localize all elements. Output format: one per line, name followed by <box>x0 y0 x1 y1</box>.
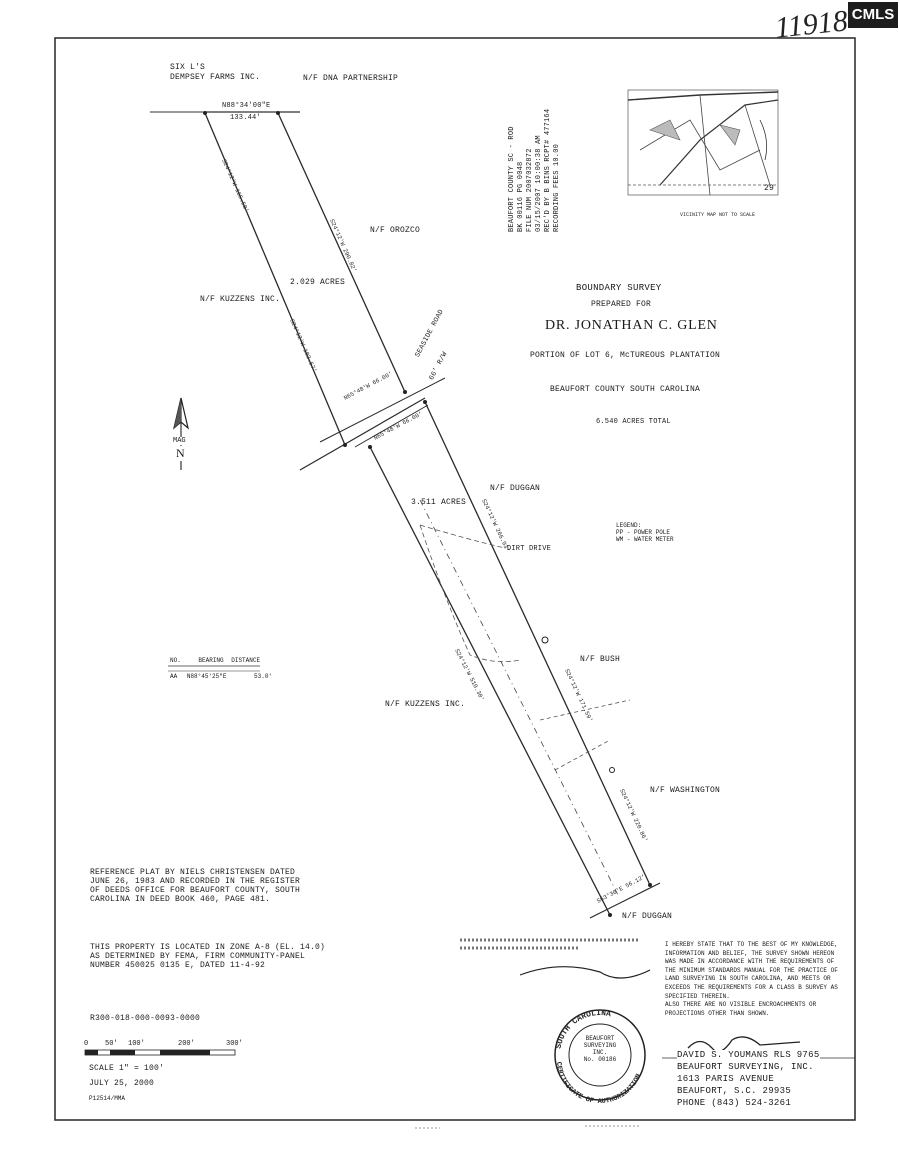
svg-text:CERTIFICATE OF AUTHORIZATION: CERTIFICATE OF AUTHORIZATION <box>554 1061 643 1106</box>
reference-plat-note: REFERENCE PLAT BY NIELS CHRISTENSEN DATE… <box>90 868 301 904</box>
line-table-cell-distance: 53.0' <box>254 673 273 680</box>
svg-text:S24°12'W 171.59': S24°12'W 171.59' <box>563 668 594 723</box>
title-county: BEAUFORT COUNTY SOUTH CAROLINA <box>550 385 701 394</box>
title-boundary-survey: BOUNDARY SURVEY <box>576 283 662 293</box>
seal-bottom-text: CERTIFICATE OF AUTHORIZATION <box>554 1061 643 1106</box>
scale-tick-100: 100' <box>128 1040 145 1048</box>
line-table-header-distance: DISTANCE <box>231 657 261 664</box>
adjoiner-duggan-lower: N/F DUGGAN <box>622 912 673 921</box>
title-client-name: DR. JONATHAN C. GLEN <box>545 318 718 333</box>
vicinity-road-number: 29 <box>764 184 775 193</box>
dirt-drive-label: DIRT DRIVE <box>507 545 552 553</box>
sheet-border <box>54 37 856 1121</box>
svg-text:S24°12'W 182.57': S24°12'W 182.57' <box>288 318 318 373</box>
scale-tick-300: 300' <box>226 1040 243 1048</box>
surveyor-company: BEAUFORT SURVEYING, INC. <box>677 1062 814 1072</box>
adjoiner-dna-partnership: N/F DNA PARTNERSHIP <box>303 74 399 83</box>
cmls-watermark: CMLS <box>848 2 898 28</box>
svg-text:S24°12'W 220.86': S24°12'W 220.86' <box>618 788 649 843</box>
surveyor-name: DAVID S. YOUMANS RLS 9765 <box>677 1050 820 1060</box>
svg-text:N65°48'W 66.00': N65°48'W 66.00' <box>343 370 394 402</box>
scale-label: SCALE 1" = 100' <box>89 1064 165 1073</box>
certification-statement: I HEREBY STATE THAT TO THE BEST OF MY KN… <box>665 941 838 1017</box>
surveyor-city: BEAUFORT, S.C. 29935 <box>677 1086 792 1096</box>
survey-date: JULY 25, 2000 <box>89 1079 155 1088</box>
line-table-row: AA N88°45'25"E 53.0' <box>170 673 272 680</box>
north-tract-east-line <box>277 112 406 393</box>
svg-text:S63°30'E 56.12': S63°30'E 56.12' <box>596 873 647 905</box>
north-tract-west-line <box>204 112 346 446</box>
legend-item-pp: PP - POWER POLE <box>616 529 671 536</box>
north-tract-acres: 2.029 ACRES <box>290 278 346 287</box>
scale-tick-50: 50' <box>105 1040 118 1048</box>
svg-text:S24°12'W 165.58': S24°12'W 165.58' <box>220 158 250 213</box>
surveyor-phone: PHONE (843) 524-3261 <box>677 1098 792 1108</box>
tax-map-number: R300-018-000-0093-0000 <box>90 1014 201 1023</box>
scale-tick-0: 0 <box>84 1040 89 1048</box>
vicinity-map-graphic <box>627 89 779 196</box>
scale-bar-graphic <box>84 1049 236 1056</box>
north-arrow-n: N <box>176 446 185 461</box>
surveyor-address: 1613 PARIS AVENUE <box>677 1074 774 1084</box>
title-portion: PORTION OF LOT 6, McTUREOUS PLANTATION <box>530 351 721 360</box>
adjoiner-six-ls: SIX L'S DEMPSEY FARMS INC. <box>170 63 261 82</box>
legend-item-wm: WM - WATER METER <box>616 536 674 543</box>
svg-text:N65°48'W 66.00': N65°48'W 66.00' <box>373 410 424 442</box>
seal-center-text: BEAUFORT SURVEYING INC. No. 00186 <box>583 1035 617 1063</box>
vicinity-map-caption: VICINITY MAP NOT TO SCALE <box>680 212 756 218</box>
adjoiner-orozco: N/F OROZCO <box>370 226 421 235</box>
recording-stamp: BEAUFORT COUNTY SC - ROD BK 00116 PG 004… <box>508 108 561 232</box>
adjoiner-kuzzens-upper: N/F KUZZENS INC. <box>200 295 281 304</box>
adjoiner-duggan-upper: N/F DUGGAN <box>490 484 541 493</box>
line-table: NO. BEARING DISTANCE <box>170 657 260 664</box>
adjoiner-washington: N/F WASHINGTON <box>650 786 721 795</box>
top-line-distance: 133.44' <box>230 114 261 122</box>
south-tract-acres: 3.511 ACRES <box>411 498 467 507</box>
line-table-cell-no: AA <box>170 673 178 680</box>
line-table-cell-bearing: N88°45'25"E <box>186 673 227 680</box>
south-tract-east-line <box>424 401 651 886</box>
scale-tick-200: 200' <box>178 1040 195 1048</box>
svg-text:S24°12'W 290.82': S24°12'W 290.82' <box>328 218 358 273</box>
adjoiner-kuzzens-lower: N/F KUZZENS INC. <box>385 700 466 709</box>
line-table-header-no: NO. <box>170 657 181 664</box>
north-arrow-mag: MAG <box>173 437 186 445</box>
svg-text:S24°12'W 510.30': S24°12'W 510.30' <box>453 648 485 703</box>
job-number: P12514/MMA <box>89 1095 126 1102</box>
title-prepared-for: PREPARED FOR <box>591 300 652 309</box>
south-tract-west-line <box>369 446 611 916</box>
legend-title: LEGEND: <box>616 522 642 529</box>
adjoiner-bush: N/F BUSH <box>580 655 621 664</box>
line-table-header-bearing: BEARING <box>198 657 224 664</box>
top-line-bearing: N88°34'00"E <box>222 102 271 110</box>
title-acres-total: 6.540 ACRES TOTAL <box>596 418 671 426</box>
flood-zone-note: THIS PROPERTY IS LOCATED IN ZONE A-8 (EL… <box>90 943 326 970</box>
